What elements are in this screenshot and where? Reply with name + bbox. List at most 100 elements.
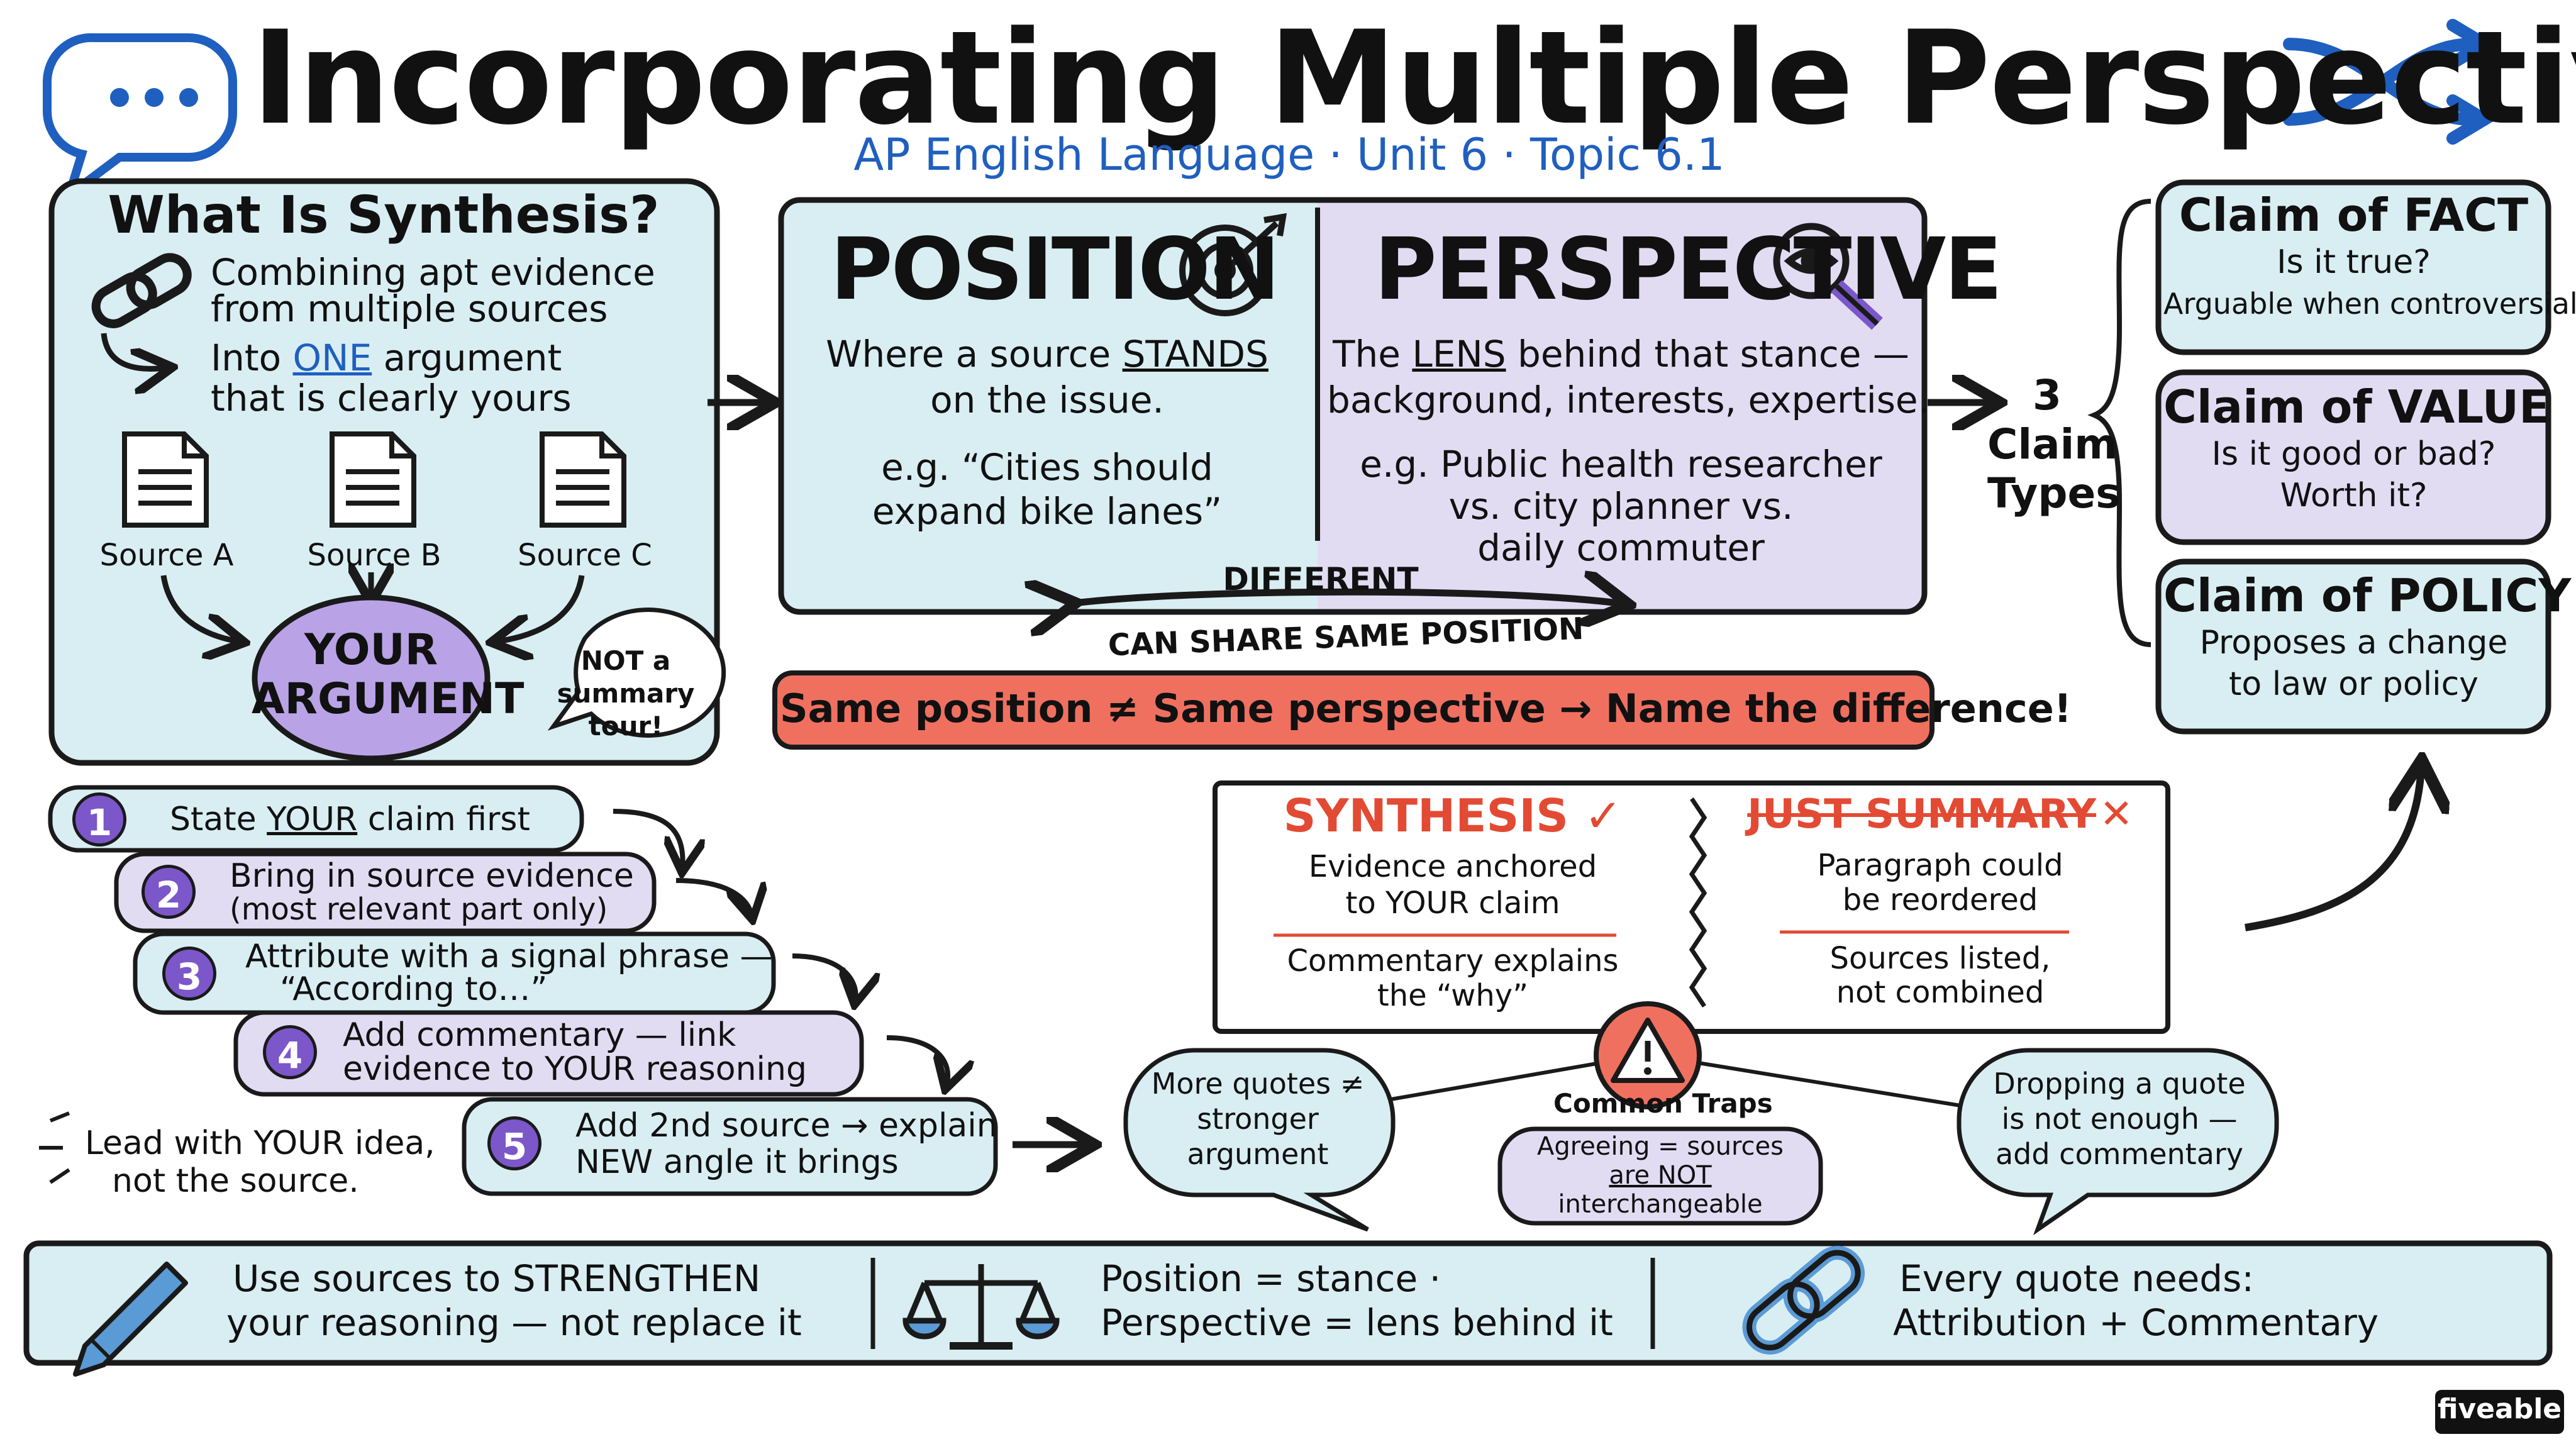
source-b-label: Source B: [307, 538, 441, 573]
bubble-line1: NOT a: [580, 645, 671, 676]
step-1-post: claim first: [357, 801, 530, 838]
your-argument: YOUR ARGUMENT: [252, 625, 525, 724]
footer-3-line1: Every quote needs:: [1899, 1257, 2254, 1300]
position-line1: Where a source STANDS: [786, 333, 1308, 375]
step-3-line1: Attribute with a signal phrase —: [245, 938, 773, 975]
perspective-example3: daily commuter: [1477, 526, 1765, 569]
magnifier-eye-icon: [1773, 223, 1883, 330]
step-1-number: 1: [72, 792, 126, 847]
synthesis-compare-1b: to YOUR claim: [1345, 886, 1560, 921]
synthesis-line2a-post: argument: [372, 336, 562, 379]
cross-icon: ✕: [2099, 791, 2133, 838]
trap-right-line2: is not enough —: [2001, 1102, 2238, 1136]
step-5-number: 5: [487, 1116, 541, 1170]
claim-fact-card: Claim of FACT Is it true? Arguable when …: [2163, 189, 2576, 325]
balance-scale-icon: [902, 1264, 1060, 1350]
synthesis-line1a: Combining apt evidence: [211, 251, 655, 294]
shuffle-icon: [2283, 19, 2497, 145]
page-subtitle: AP English Language · Unit 6 · Topic 6.1: [853, 129, 1725, 180]
claim-value-heading: Claim of VALUE: [2163, 380, 2550, 433]
perspective-line1-pre: The: [1333, 333, 1413, 375]
step-1-emphasis: YOUR: [267, 801, 358, 838]
lead-tip-line2: not the source.: [112, 1162, 359, 1200]
speech-bubble-icon: [42, 33, 237, 207]
step-2-line2: (most relevant part only): [230, 892, 608, 927]
brand-logo: fiveable: [2437, 1393, 2562, 1425]
synthesis-line2a: Into ONE argument: [211, 337, 562, 379]
step-3-number: 3: [162, 947, 216, 1001]
target-icon: [1179, 213, 1287, 316]
claim-policy-heading: Claim of POLICY: [2163, 569, 2572, 622]
claim-types-count: 3: [2033, 371, 2062, 419]
document-icon: [122, 431, 209, 528]
synthesis-compare-1a: Evidence anchored: [1308, 849, 1597, 884]
perspective-example2: vs. city planner vs.: [1448, 485, 1794, 528]
trap-left-line2: stronger: [1197, 1102, 1319, 1136]
trap-left-line3: argument: [1187, 1137, 1329, 1171]
chain-link-icon: [1742, 1246, 1865, 1355]
claim-policy-line1: Proposes a change: [2199, 624, 2508, 662]
chain-link-icon: [91, 253, 192, 328]
claim-fact-heading: Claim of FACT: [2179, 189, 2529, 242]
not-summary-bubble: NOT a summary tour!: [553, 645, 698, 743]
step-5-line1: Add 2nd source → explain: [575, 1107, 997, 1145]
document-icon: [540, 431, 626, 528]
position-line1-pre: Where a source: [826, 333, 1123, 375]
trap-left-line1: More quotes ≠: [1151, 1067, 1365, 1101]
document-icon: [330, 431, 416, 528]
trap-right-line1: Dropping a quote: [1993, 1067, 2246, 1101]
common-traps-label: Common Traps: [1553, 1088, 1773, 1119]
trap-right: Dropping a quote is not enough — add com…: [1962, 1066, 2277, 1172]
footer-2-line2: Perspective = lens behind it: [1101, 1301, 1613, 1344]
difference-banner: Same position ≠ Same perspective → Name …: [780, 686, 2072, 731]
perspective-line1: The LENS behind that stance —: [1327, 333, 1915, 375]
claim-value-line1: Is it good or bad?: [2211, 435, 2496, 473]
synthesis-compare-2b: the “why”: [1377, 978, 1529, 1013]
summary-compare-2a: Sources listed,: [1829, 941, 2051, 976]
claim-policy-card: Claim of POLICY Proposes a change to law…: [2163, 569, 2572, 705]
claim-value-card: Claim of VALUE Is it good or bad? Worth …: [2163, 380, 2550, 516]
claim-types-word2: Types: [1987, 469, 2121, 518]
claim-policy-line2: to law or policy: [2229, 665, 2479, 703]
summary-compare-2b: not combined: [1836, 975, 2045, 1010]
step-4-line1: Add commentary — link: [343, 1016, 736, 1054]
synthesis-compare-heading: SYNTHESIS ✓: [1283, 789, 1623, 842]
synthesis-line2b: that is clearly yours: [211, 377, 572, 419]
claim-types-word1: Claim: [1987, 420, 2118, 469]
perspective-lens-emphasis: LENS: [1412, 333, 1506, 375]
trap-right-line3: add commentary: [1995, 1137, 2244, 1171]
trap-middle-line1: Agreeing = sources: [1536, 1132, 1784, 1161]
position-example2: expand bike lanes”: [872, 490, 1223, 533]
bubble-line2: summary: [557, 678, 695, 709]
step-4-number: 4: [263, 1025, 317, 1079]
claim-fact-line1: Is it true?: [2277, 243, 2431, 281]
step-5-line2: NEW angle it brings: [575, 1143, 899, 1181]
perspective-line2: background, interests, expertise.: [1327, 379, 1930, 421]
summary-compare-heading-row: JUST SUMMARY ✕: [1723, 791, 2157, 838]
footer-1-line2: your reasoning — not replace it: [226, 1301, 802, 1344]
summary-compare-heading: JUST SUMMARY: [1747, 791, 2097, 838]
position-example1: e.g. “Cities should: [881, 446, 1213, 489]
step-2-line1: Bring in source evidence: [230, 857, 634, 895]
step-1-pre: State: [170, 801, 267, 838]
step-1-text: State YOUR claim first: [170, 802, 530, 837]
source-c-label: Source C: [518, 538, 652, 573]
bubble-line3: tour!: [588, 711, 663, 741]
claim-value-line2: Worth it?: [2280, 477, 2428, 514]
footer-3-line2: Attribution + Commentary: [1893, 1301, 2379, 1344]
source-a-label: Source A: [99, 538, 234, 573]
trap-left: More quotes ≠ stronger argument: [1126, 1066, 1390, 1172]
lead-tip-line1: Lead with YOUR idea,: [85, 1124, 435, 1162]
argument-line2: ARGUMENT: [252, 674, 525, 724]
trap-middle: Agreeing = sources are NOT interchangeab…: [1503, 1132, 1818, 1219]
different-label: DIFFERENT: [1223, 561, 1419, 597]
step-2-number: 2: [142, 865, 196, 919]
position-heading: POSITION: [830, 220, 1280, 319]
synthesis-line2a-pre: Into: [211, 336, 293, 379]
argument-line1: YOUR: [304, 625, 438, 675]
trap-middle-line3: interchangeable: [1558, 1190, 1763, 1219]
perspective-line1-post: behind that stance —: [1506, 333, 1909, 375]
step-3-line2: “According to…”: [280, 970, 548, 1008]
